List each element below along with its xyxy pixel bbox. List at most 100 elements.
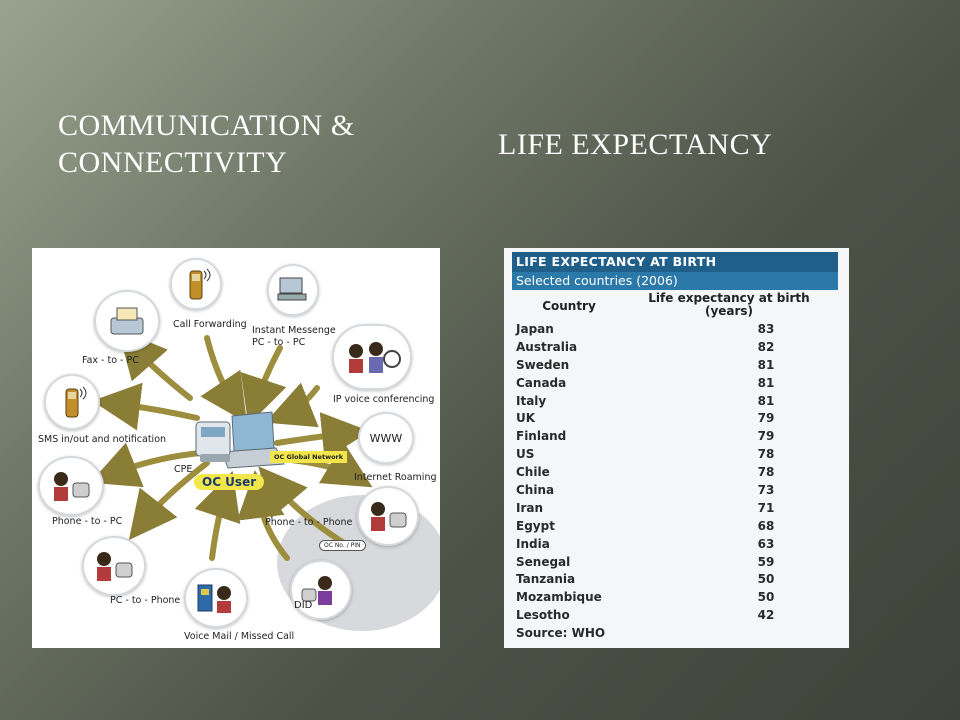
row-country: Canada [516, 375, 567, 390]
phone-to-phone-label: Phone - to - Phone [265, 517, 353, 528]
arrow-www [274, 412, 370, 460]
row-value: 68 [757, 518, 775, 533]
laptop-icon [277, 277, 307, 301]
call-forwarding-label: Call Forwarding [173, 319, 247, 330]
row-country: Japan [516, 321, 554, 336]
row-country: Lesotho [516, 608, 570, 623]
row-value: 81 [757, 375, 775, 390]
row-country: India [516, 536, 550, 551]
laptop-device-icon [195, 411, 285, 469]
row-country: Finland [516, 429, 567, 444]
voicemail-icon [197, 584, 231, 613]
arrow-fax [118, 329, 193, 401]
row-value: 63 [757, 536, 775, 551]
row-value: 50 [757, 572, 775, 587]
connectivity-diagram: OC Global Network CPE OC User Call Forwa… [32, 248, 440, 648]
pc-to-phone-node [82, 536, 146, 596]
arrow-ip-conferencing [265, 382, 320, 428]
cpe-label: CPE [174, 464, 193, 475]
network-label: OC Global Network [270, 451, 348, 463]
instant-messenger-label: Instant Messenge PC - to - PC [252, 325, 336, 348]
table-row: Finland 79 [516, 427, 816, 445]
person-phone-icon [54, 472, 90, 501]
row-value: 78 [757, 447, 775, 462]
www-icon: WWW [369, 431, 403, 445]
row-country: Mozambique [516, 590, 602, 605]
arrow-voicemail [194, 470, 241, 561]
table-row: India 63 [516, 535, 816, 553]
pc-to-phone-label: PC - to - Phone [110, 595, 181, 606]
left-slide-heading: COMMUNICATION & CONNECTIVITY [58, 109, 355, 179]
voicemail-label: Voice Mail / Missed Call [184, 631, 295, 642]
row-value: 59 [757, 554, 775, 569]
table-row: Chile 78 [516, 463, 816, 481]
did-label: DID [294, 600, 313, 611]
row-value: 78 [757, 465, 775, 480]
row-country: Egypt [516, 518, 555, 533]
table-row: China 73 [516, 481, 816, 499]
sms-node [44, 374, 100, 430]
row-value: 82 [757, 339, 775, 354]
table-row: Iran 71 [516, 499, 816, 517]
row-country: UK [516, 411, 536, 426]
fax-label: Fax - to - PC [82, 355, 139, 366]
row-value: 79 [757, 429, 775, 444]
arrow-instant-messenger [240, 345, 287, 426]
oc-user-device [192, 408, 287, 478]
row-country: Sweden [516, 357, 570, 372]
table-row: UK 79 [516, 409, 816, 427]
person-phone-icon [371, 502, 407, 531]
cell-phone-icon [65, 386, 87, 418]
phone-to-phone-node [357, 486, 419, 546]
phone-to-pc-label: Phone - to - PC [52, 516, 123, 527]
table-row: Japan 83 [516, 320, 816, 338]
table-subtitle: Selected countries (2006) [512, 272, 838, 290]
arrow-did [236, 470, 290, 561]
row-country: China [516, 482, 555, 497]
ip-conferencing-label: IP voice conferencing [333, 394, 435, 405]
row-country: Australia [516, 339, 578, 354]
did-node [290, 560, 352, 620]
table-row: Sweden 81 [516, 356, 816, 374]
column-header-country: Country [542, 299, 596, 313]
row-country: Italy [516, 393, 547, 408]
arrow-sms [92, 382, 200, 431]
row-country: Iran [516, 500, 544, 515]
arrow-phone-to-pc [90, 442, 203, 488]
table-row: Australia 82 [516, 338, 816, 356]
table-row: Lesotho 42 [516, 606, 816, 624]
row-value: 42 [757, 608, 775, 623]
oc-user-label: OC User [194, 474, 265, 490]
internet-roaming-label: Internet Roaming [354, 472, 437, 483]
voicemail-node [184, 568, 248, 628]
row-value: 81 [757, 357, 775, 372]
www-node: WWW [358, 412, 414, 464]
phone-to-pc-node [38, 456, 104, 516]
arrow-pc-to-phone [128, 460, 210, 541]
row-value: 83 [757, 321, 775, 336]
row-country: Senegal [516, 554, 571, 569]
call-forwarding-node [170, 258, 222, 310]
row-value: 71 [757, 500, 775, 515]
sms-label: SMS in/out and notification [38, 434, 167, 445]
oc-pin-bubble: OC No. / PIN [319, 540, 366, 551]
table-row: Canada 81 [516, 374, 816, 392]
row-country: Chile [516, 465, 550, 480]
table-title: LIFE EXPECTANCY AT BIRTH [512, 252, 838, 272]
ip-conferencing-node [332, 324, 412, 390]
table-row: Egypt 68 [516, 517, 816, 535]
row-country: US [516, 447, 535, 462]
table-row: US 78 [516, 445, 816, 463]
table-source: Source: WHO [516, 626, 606, 640]
row-value: 73 [757, 482, 775, 497]
row-country: Tanzania [516, 572, 576, 587]
row-value: 79 [757, 411, 775, 426]
right-slide-heading: LIFE EXPECTANCY [498, 128, 773, 161]
fax-icon [110, 307, 144, 335]
people-phone-icon [349, 342, 401, 373]
column-header-life-expectancy: Life expectancy at birth (years) [648, 291, 810, 318]
cell-phone-icon [189, 268, 211, 300]
